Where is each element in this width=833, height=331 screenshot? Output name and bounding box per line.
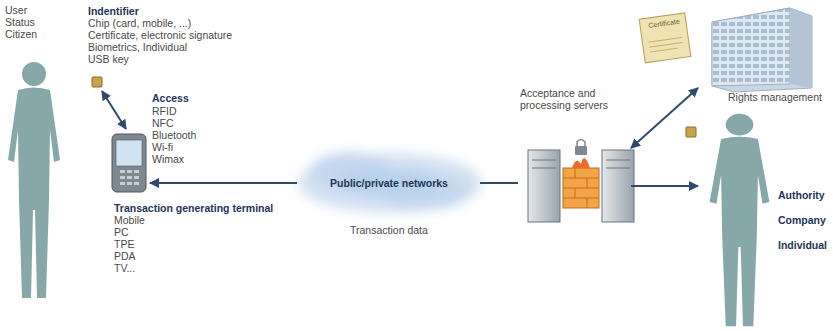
person-silhouette (710, 114, 770, 326)
node-text: Biometrics, Individual (88, 41, 232, 53)
access-heading: Access (152, 92, 189, 104)
node-text: Chip (card, mobile, ...) (88, 17, 232, 29)
flow-arrow (150, 182, 297, 184)
certificate-document (639, 13, 691, 63)
node-heading: Transaction generating terminal (114, 202, 273, 214)
identifier-node: IndentifierChip (card, mobile, ...)Certi… (88, 5, 234, 89)
node-text: Company (778, 214, 827, 226)
flow-arrow (480, 182, 518, 184)
chip-icon (686, 127, 696, 137)
node-text: Mobile (114, 214, 273, 226)
network-cloud (298, 152, 482, 213)
chip-icon (92, 77, 102, 87)
node-text: Citizen (5, 28, 37, 40)
node-text: Certificate, electronic signature (88, 29, 232, 41)
flow-arrow (631, 88, 698, 148)
access-item: RFID (152, 105, 177, 117)
user-silhouette (8, 62, 60, 298)
node-heading: Authority (778, 189, 827, 201)
node-heading: Acceptance and processing servers (520, 87, 628, 111)
node-heading: User (5, 4, 37, 16)
node-text: Status (5, 16, 37, 28)
node-text: Individual (778, 239, 827, 251)
access-item: Wi-fi (152, 141, 173, 153)
phone-icon (112, 134, 146, 192)
flow-label: Transaction data (350, 224, 428, 236)
server-icon (528, 140, 634, 223)
terminal-node: Transaction generating terminalMobilePCT… (112, 130, 275, 276)
node-text: TPE (114, 238, 273, 250)
access-item: Wimax (152, 153, 184, 165)
network-cloud-node: Public/private networks (298, 150, 480, 216)
node-heading: Public/private networks (298, 177, 480, 189)
node-text: PC (114, 226, 273, 238)
building-icon (712, 8, 812, 92)
node-text: USB key (88, 53, 232, 65)
flow-arrow (102, 91, 126, 129)
node-text: PDA (114, 250, 273, 262)
access-item: NFC (152, 117, 174, 129)
node-heading: Rights management (728, 91, 822, 103)
rights-management-node: Rights management (700, 3, 824, 105)
document-label: Certificate (648, 18, 680, 30)
flow-arrow (631, 185, 698, 187)
node-text: TV... (114, 262, 273, 274)
user-node: UserStatusCitizen (3, 3, 39, 303)
recipient-node: AuthorityCompanyIndividual (700, 112, 829, 328)
server-node: Acceptance and processing servers (518, 86, 630, 231)
access-item: Bluetooth (152, 129, 196, 141)
node-heading: Indentifier (88, 5, 232, 17)
